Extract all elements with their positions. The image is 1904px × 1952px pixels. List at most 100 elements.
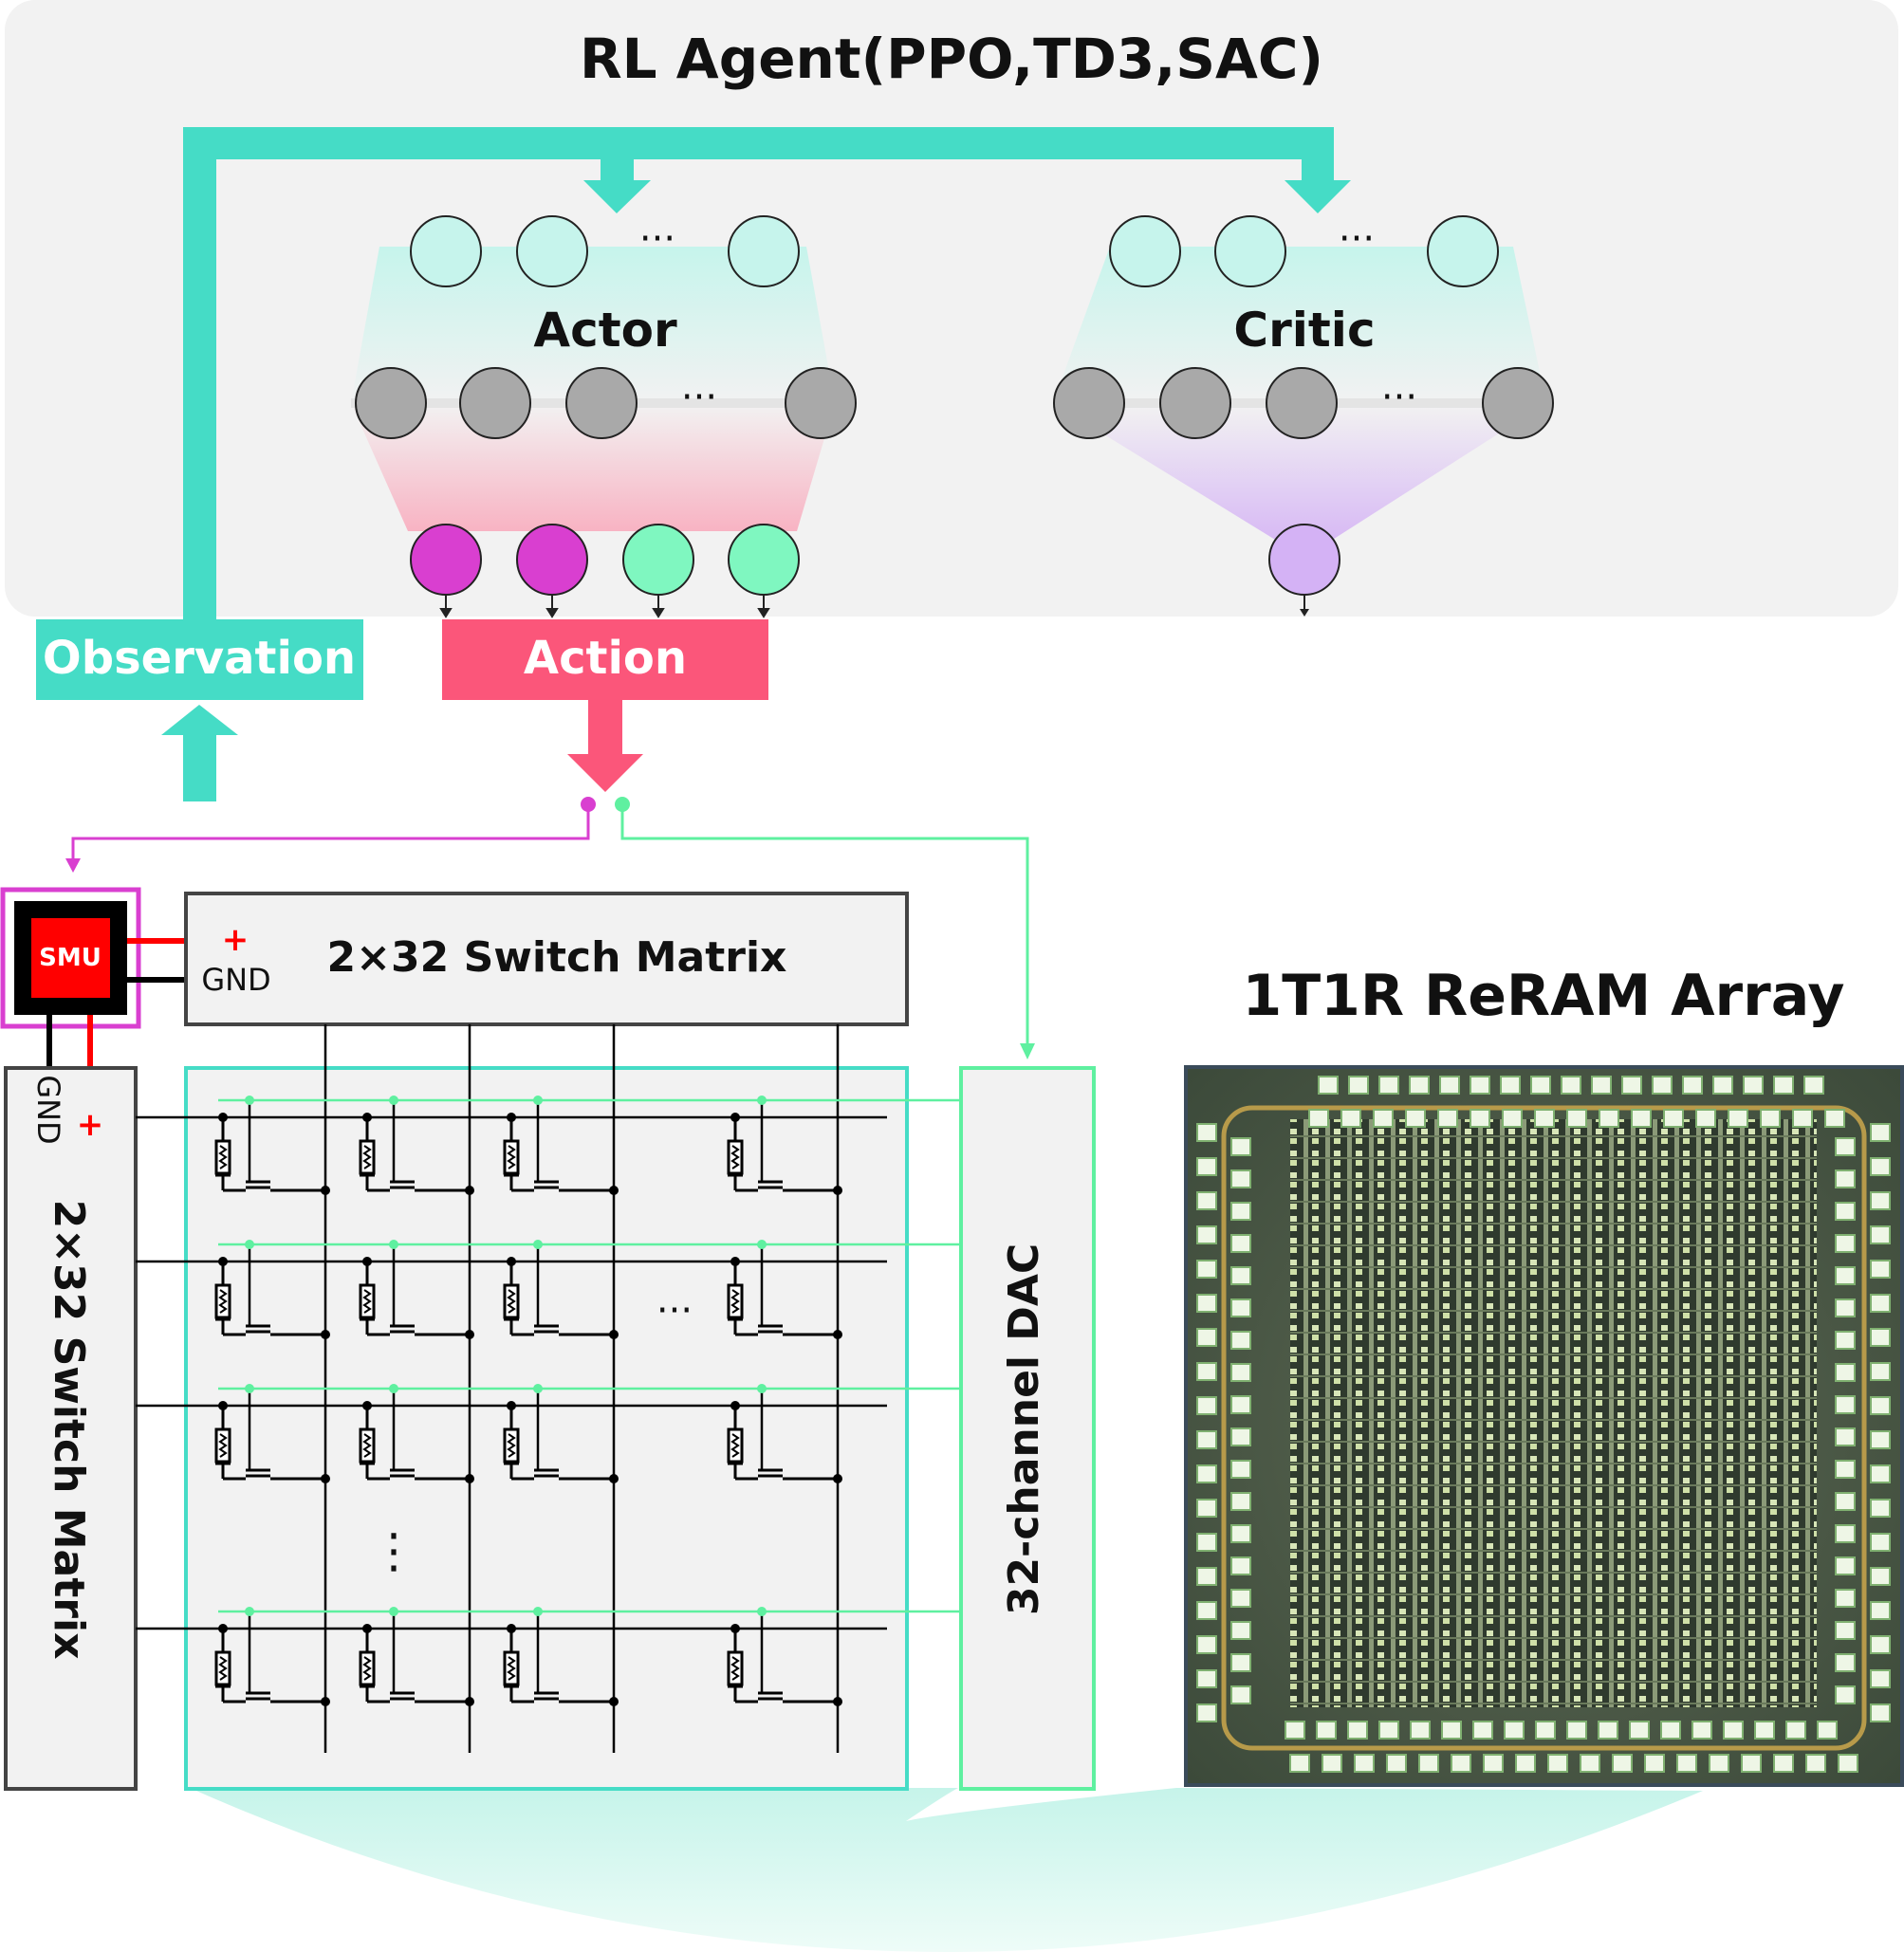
- bond-pad: [1835, 1137, 1856, 1156]
- bond-pad: [1196, 1601, 1217, 1620]
- bond-pad: [1196, 1396, 1217, 1415]
- bond-pad: [1835, 1556, 1856, 1575]
- bond-pad: [1386, 1754, 1407, 1773]
- bond-pad: [1196, 1669, 1217, 1688]
- bond-pad: [1405, 1109, 1426, 1128]
- bond-pad: [1803, 1076, 1824, 1095]
- bond-pad: [1835, 1685, 1856, 1704]
- bond-pad: [1230, 1169, 1251, 1188]
- bond-pad: [1835, 1331, 1856, 1350]
- bond-pad: [1835, 1589, 1856, 1608]
- switch-matrix-top: [184, 892, 909, 1026]
- bond-pad: [1196, 1464, 1217, 1483]
- bond-pad: [1196, 1328, 1217, 1347]
- bond-pad: [1838, 1754, 1858, 1773]
- bond-pad: [1621, 1076, 1642, 1095]
- bond-pad: [1870, 1225, 1891, 1244]
- actor-ellipsis-top: ···: [639, 217, 675, 261]
- switch-left-gnd: GND: [30, 1075, 66, 1144]
- bond-pad: [1835, 1266, 1856, 1285]
- bond-pad: [1285, 1721, 1305, 1740]
- bond-pad: [1230, 1331, 1251, 1350]
- bond-pad: [1792, 1109, 1813, 1128]
- bond-pad: [1534, 1109, 1555, 1128]
- bond-pad: [1230, 1234, 1251, 1253]
- bond-pad: [1418, 1754, 1439, 1773]
- bond-pad: [1196, 1123, 1217, 1142]
- agent-title: RL Agent(PPO,TD3,SAC): [580, 27, 1323, 91]
- bond-pad: [1470, 1076, 1490, 1095]
- critic-label: Critic: [1233, 303, 1375, 358]
- bond-pad: [1652, 1076, 1673, 1095]
- bond-pad: [1230, 1202, 1251, 1221]
- bond-pad: [1515, 1754, 1536, 1773]
- bond-pad: [1870, 1191, 1891, 1210]
- crossbar-array-box: [184, 1066, 909, 1791]
- bond-pad: [1196, 1294, 1217, 1313]
- bond-pad: [1676, 1754, 1697, 1773]
- bond-pad: [1230, 1460, 1251, 1479]
- bond-pad: [1196, 1703, 1217, 1722]
- bond-pad: [1196, 1157, 1217, 1176]
- bond-pad: [1230, 1556, 1251, 1575]
- bond-pad: [1835, 1427, 1856, 1446]
- bond-pad: [1870, 1157, 1891, 1176]
- bond-pad: [1870, 1703, 1891, 1722]
- bond-pad: [1196, 1567, 1217, 1586]
- bond-pad: [1322, 1754, 1342, 1773]
- bond-pad: [1835, 1234, 1856, 1253]
- dac-label: 32-channel DAC: [1000, 1243, 1048, 1615]
- bond-pad: [1318, 1076, 1339, 1095]
- bond-pad: [1373, 1109, 1394, 1128]
- bond-pad: [1870, 1260, 1891, 1279]
- critic-ellipsis-mid: ···: [1381, 376, 1417, 419]
- bond-pad: [1196, 1635, 1217, 1654]
- observation-feedback-arrows: [183, 127, 1351, 620]
- bond-pad: [1870, 1533, 1891, 1552]
- bond-pad: [1230, 1137, 1251, 1156]
- actor-ellipsis-mid: ···: [681, 376, 717, 419]
- bond-pad: [1196, 1260, 1217, 1279]
- bond-pad: [1660, 1721, 1681, 1740]
- bond-pad: [1870, 1362, 1891, 1381]
- bond-pad: [1870, 1328, 1891, 1347]
- array-shadow: [190, 1788, 1703, 1952]
- bond-pad: [1230, 1492, 1251, 1511]
- bond-pad: [1835, 1621, 1856, 1640]
- bond-pad: [1712, 1076, 1733, 1095]
- bond-pad: [1723, 1721, 1744, 1740]
- bond-pad: [1870, 1499, 1891, 1518]
- bond-pad: [1760, 1109, 1781, 1128]
- crossbar-wiring: [136, 1024, 961, 1753]
- array-ellipsis-horizontal: ···: [656, 1289, 693, 1333]
- bond-pad: [1835, 1298, 1856, 1317]
- bond-pad: [1547, 1754, 1568, 1773]
- bond-pad: [1870, 1669, 1891, 1688]
- bond-pad: [1196, 1362, 1217, 1381]
- smu-wires: [46, 938, 188, 1068]
- bond-pad: [1691, 1721, 1712, 1740]
- bond-pad: [1741, 1754, 1762, 1773]
- bond-pad: [1535, 1721, 1556, 1740]
- smu-control-line: [65, 797, 596, 873]
- bond-pad: [1530, 1076, 1551, 1095]
- bond-pad: [1410, 1721, 1431, 1740]
- bond-pad: [1378, 1076, 1399, 1095]
- bond-pad: [1230, 1685, 1251, 1704]
- bond-pad: [1230, 1653, 1251, 1672]
- bond-pad: [1591, 1076, 1612, 1095]
- bond-pad: [1817, 1721, 1838, 1740]
- observation-label: Observation: [43, 632, 356, 685]
- bond-pad: [1870, 1601, 1891, 1620]
- bond-pad: [1870, 1464, 1891, 1483]
- bond-pad: [1870, 1123, 1891, 1142]
- bond-pad: [1743, 1076, 1764, 1095]
- smu-label: SMU: [39, 944, 102, 972]
- dac-box: [959, 1066, 1096, 1791]
- switch-left-label: 2×32 Switch Matrix: [45, 1200, 93, 1660]
- bond-pad: [1835, 1653, 1856, 1672]
- critic-ellipsis-top: ···: [1339, 217, 1375, 261]
- bond-pad: [1316, 1721, 1337, 1740]
- bond-pad: [1835, 1524, 1856, 1543]
